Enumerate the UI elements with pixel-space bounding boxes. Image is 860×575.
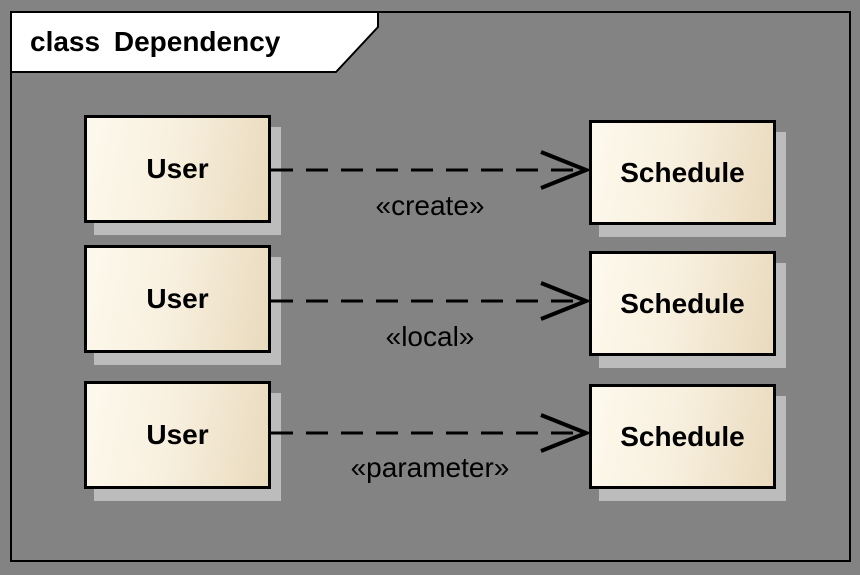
class-name-label: Schedule bbox=[620, 156, 745, 188]
class-name-label: Schedule bbox=[620, 420, 745, 452]
class-name-label: User bbox=[146, 153, 209, 184]
uml-class-schedule-3: Schedule bbox=[589, 384, 776, 489]
frame-tab bbox=[10, 11, 379, 73]
class-name-label: User bbox=[146, 419, 209, 450]
stereotype-label-1: «create» bbox=[375, 190, 485, 221]
stereotype-label-2: «local» bbox=[385, 321, 475, 352]
dependency-arrow-3 bbox=[271, 413, 589, 453]
class-name-label: User bbox=[146, 283, 209, 314]
uml-class-user-1: User bbox=[84, 115, 271, 223]
diagram-title: class Dependency bbox=[30, 25, 281, 57]
class-name-label: Schedule bbox=[620, 287, 745, 319]
uml-class-schedule-2: Schedule bbox=[589, 251, 776, 356]
open-arrowhead-icon bbox=[540, 150, 589, 190]
dependency-arrow-2 bbox=[271, 281, 589, 321]
uml-class-user-3: User bbox=[84, 381, 271, 489]
open-arrowhead-icon bbox=[540, 281, 589, 321]
frame-tab-shape bbox=[10, 11, 379, 73]
uml-class-user-2: User bbox=[84, 245, 271, 353]
diagram-frame bbox=[10, 11, 851, 562]
uml-class-schedule-1: Schedule bbox=[589, 120, 776, 225]
open-arrowhead-icon bbox=[540, 413, 589, 453]
stereotype-label-3: «parameter» bbox=[350, 452, 510, 483]
dependency-arrow-1 bbox=[271, 150, 589, 190]
